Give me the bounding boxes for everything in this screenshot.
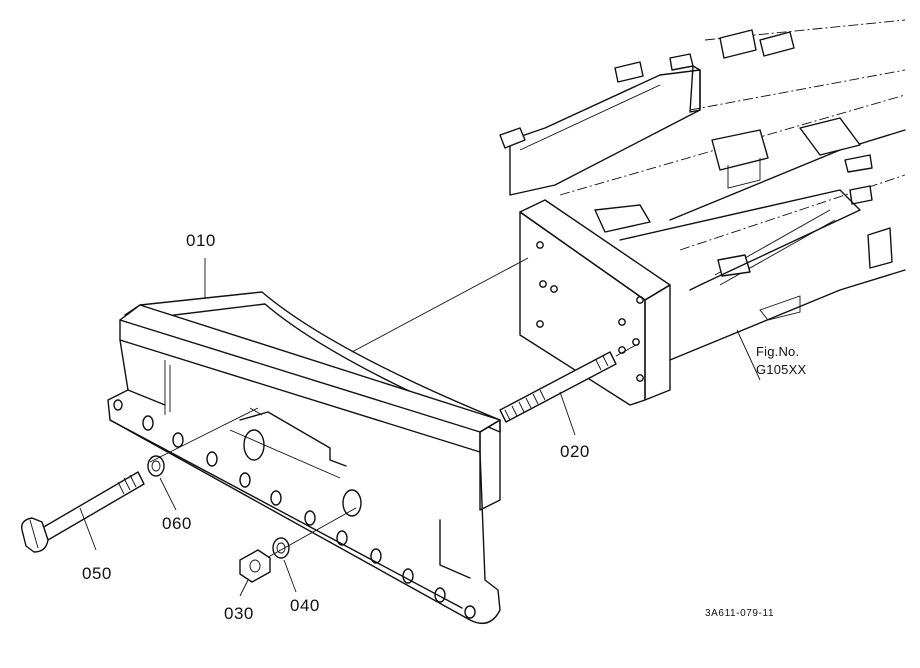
- drawing-code: 3A611-079-11: [705, 608, 775, 619]
- reference-fig-number: G105XX: [756, 362, 807, 377]
- washer-040: [272, 537, 297, 593]
- callout-050: 050: [82, 564, 112, 583]
- front-bracket-010: [107, 258, 501, 624]
- callout-030: 030: [224, 604, 254, 623]
- stud-bolt-020: [351, 257, 637, 436]
- callout-020: 020: [560, 442, 590, 461]
- callout-040: 040: [290, 596, 320, 615]
- frame-assembly: [499, 19, 906, 406]
- callout-060: 060: [162, 514, 192, 533]
- washer-060: [147, 455, 177, 511]
- bolt-050: [21, 407, 259, 553]
- nut-030: [239, 507, 357, 597]
- reference-fig-label: Fig.No.: [756, 344, 800, 359]
- callout-010: 010: [186, 231, 216, 250]
